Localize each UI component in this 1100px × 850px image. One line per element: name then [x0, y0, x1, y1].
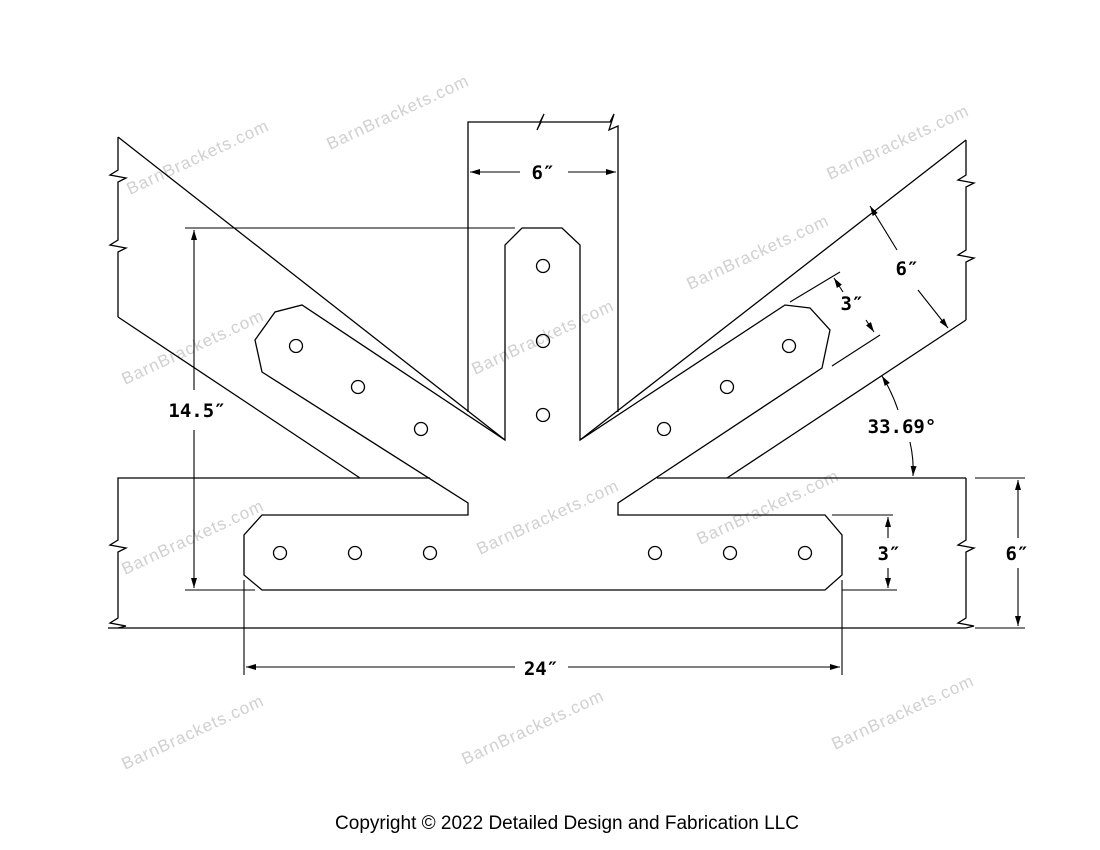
dim-beam-depth: 6″: [1006, 543, 1029, 565]
bolt-hole: [535, 258, 551, 274]
bolt-hole: [647, 545, 663, 561]
bolt-hole: [350, 379, 366, 395]
bolt-hole: [797, 545, 813, 561]
watermark-text: BarnBrackets.com: [474, 476, 622, 559]
watermark-text: BarnBrackets.com: [324, 71, 472, 154]
beam-right-break: [956, 478, 977, 629]
left-rafter-top: [117, 136, 506, 441]
watermark-text: BarnBrackets.com: [459, 686, 607, 769]
watermark-text: BarnBrackets.com: [119, 496, 267, 579]
watermark-text: BarnBrackets.com: [469, 296, 617, 379]
dim-post-width: 6″: [532, 162, 555, 184]
copyright-notice: Copyright © 2022 Detailed Design and Fab…: [335, 813, 799, 834]
bolt-hole: [781, 338, 797, 354]
bolt-holes: [272, 258, 813, 561]
timber-outline: [108, 113, 977, 629]
bolt-hole: [535, 407, 551, 423]
dim-rafter-plate-width: 3″: [841, 293, 864, 315]
bolt-hole: [413, 421, 429, 437]
dim-length: 24″: [524, 658, 558, 680]
right-rafter-top: [579, 139, 967, 441]
watermark-text: BarnBrackets.com: [119, 691, 267, 774]
beam-top-left: [108, 477, 430, 629]
dim-rafter-depth: 6″: [896, 258, 919, 280]
watermark-text: BarnBrackets.com: [684, 211, 832, 294]
bolt-hole: [422, 545, 438, 561]
right-rafter-bottom: [726, 319, 967, 479]
dim-angle: 33.69°: [868, 416, 937, 438]
left-rafter-break: [108, 137, 129, 317]
dim-height: 14.5″: [168, 400, 225, 422]
bolt-hole: [535, 333, 551, 349]
bolt-hole: [719, 379, 735, 395]
bolt-hole: [722, 545, 738, 561]
watermark-text: BarnBrackets.com: [829, 671, 977, 754]
bracket-plate: [243, 227, 843, 591]
watermark-text: BarnBrackets.com: [824, 101, 972, 184]
bolt-hole: [656, 421, 672, 437]
watermark-text: BarnBrackets.com: [124, 116, 272, 199]
dim-plate-width: 3″: [878, 543, 901, 565]
watermark-text: BarnBrackets.com: [119, 306, 267, 389]
bolt-hole: [272, 545, 288, 561]
left-rafter-bottom: [117, 316, 361, 479]
right-rafter-break: [956, 140, 977, 320]
bolt-hole: [288, 338, 304, 354]
bolt-hole: [347, 545, 363, 561]
post-outline: [467, 113, 619, 412]
dimension-lines: [185, 169, 1025, 675]
